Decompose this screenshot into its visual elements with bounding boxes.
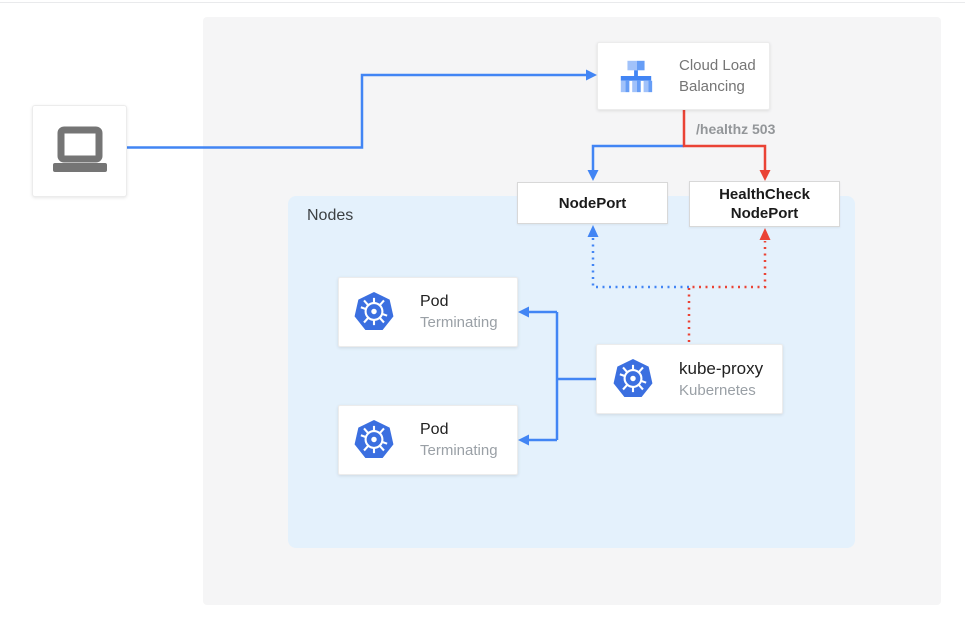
nodeport-label: NodePort bbox=[558, 194, 627, 212]
pod-status: Terminating bbox=[420, 442, 498, 459]
nodeport-box: NodePort bbox=[517, 182, 668, 224]
nodes-panel-label: Nodes bbox=[307, 207, 354, 224]
cloud-load-balancing-label: Cloud Load Balancing bbox=[679, 57, 756, 95]
kube-proxy-title: kube-proxy bbox=[679, 359, 764, 378]
healthcheck-nodeport-label: HealthCheck NodePort bbox=[719, 186, 810, 222]
pod-title: Pod bbox=[420, 293, 449, 310]
pod-status: Terminating bbox=[420, 314, 498, 331]
kube-proxy-subtitle: Kubernetes bbox=[679, 382, 756, 399]
cloud-load-balancing-card: Cloud Load Balancing bbox=[597, 42, 770, 110]
top-divider bbox=[0, 2, 965, 3]
client-card bbox=[32, 105, 127, 197]
pod-terminating-card-1: Pod Terminating bbox=[338, 277, 518, 347]
laptop-icon bbox=[52, 126, 107, 172]
healthcheck-nodeport-box: HealthCheck NodePort bbox=[689, 181, 840, 227]
pod-title: Pod bbox=[420, 421, 449, 438]
kube-proxy-card: kube-proxy Kubernetes bbox=[596, 344, 783, 414]
kubernetes-icon bbox=[354, 420, 394, 458]
pod-terminating-card-2: Pod Terminating bbox=[338, 405, 518, 475]
kubernetes-icon bbox=[354, 292, 394, 330]
healthz-status-label: /healthz 503 bbox=[696, 121, 776, 137]
cloud-load-balancing-icon bbox=[620, 60, 653, 93]
kubernetes-icon bbox=[613, 359, 653, 397]
